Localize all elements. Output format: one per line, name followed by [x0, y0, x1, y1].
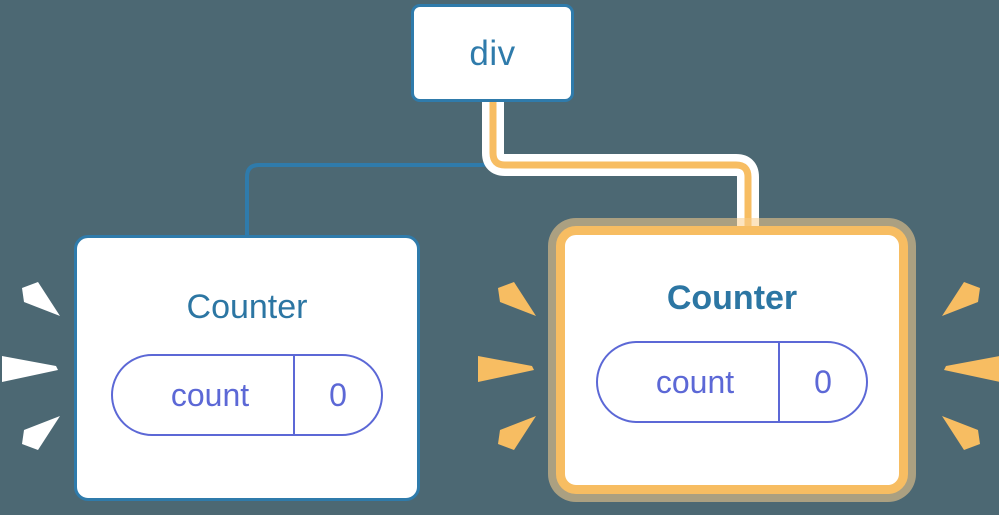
- node-div[interactable]: div: [411, 4, 574, 102]
- ray-upper-icon: [942, 282, 980, 316]
- ray-lower-icon: [22, 416, 60, 450]
- state-value-left: 0: [329, 377, 347, 413]
- edge-div-to-counter-left: [245, 99, 495, 237]
- ray-middle-icon: [2, 356, 58, 382]
- node-counter-right[interactable]: Counter count 0: [556, 226, 908, 494]
- ray-cluster-left-white: [2, 282, 60, 450]
- ray-middle-icon: [478, 356, 534, 382]
- ray-cluster-mid-orange: [478, 282, 536, 450]
- state-key-left: count: [113, 356, 295, 434]
- ray-lower-icon: [498, 416, 536, 450]
- ray-upper-icon: [22, 282, 60, 316]
- ray-cluster-right-orange: [942, 282, 999, 450]
- edge-div-to-counter-right: [489, 97, 752, 236]
- state-pill-right: count 0: [596, 341, 868, 423]
- node-counter-left[interactable]: Counter count 0: [74, 235, 420, 501]
- node-counter-left-label: Counter: [186, 288, 308, 326]
- state-key-right: count: [598, 343, 780, 421]
- ray-lower-icon: [942, 416, 980, 450]
- state-pill-left: count 0: [111, 354, 383, 436]
- node-div-label: div: [469, 33, 516, 73]
- ray-middle-icon: [944, 356, 999, 382]
- node-counter-right-label: Counter: [666, 279, 798, 317]
- ray-upper-icon: [498, 282, 536, 316]
- state-value-right: 0: [814, 364, 832, 400]
